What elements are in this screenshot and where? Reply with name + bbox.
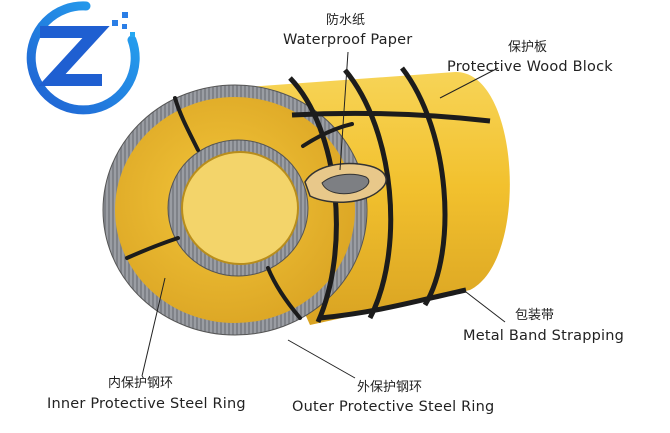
inner-ring-label-en: Inner Protective Steel Ring xyxy=(47,396,246,412)
outer-ring-label-cn: 外保护钢环 xyxy=(357,380,423,395)
metal-band-strapping-label-en: Metal Band Strapping xyxy=(463,328,625,344)
metal-band-strapping xyxy=(288,66,491,324)
protective-wood-block-label-cn: 保护板 xyxy=(508,40,548,55)
z-letter-logo xyxy=(26,1,140,115)
coil-core-hole xyxy=(182,152,298,264)
radial-metal-straps xyxy=(125,96,354,320)
protective-wood-block-label-en: Protective Wood Block xyxy=(447,59,613,75)
metal-band-strapping-label-cn: 包装带 xyxy=(515,308,555,323)
waterproof-paper-label-en: Waterproof Paper xyxy=(283,32,413,48)
inner-ring-label-cn: 内保护钢环 xyxy=(108,376,174,391)
leader-lines xyxy=(141,51,506,379)
waterproof-paper-label-cn: 防水纸 xyxy=(326,13,366,28)
waterproof-paper-tear xyxy=(304,162,387,203)
outer-ring-label-en: Outer Protective Steel Ring xyxy=(292,399,495,415)
